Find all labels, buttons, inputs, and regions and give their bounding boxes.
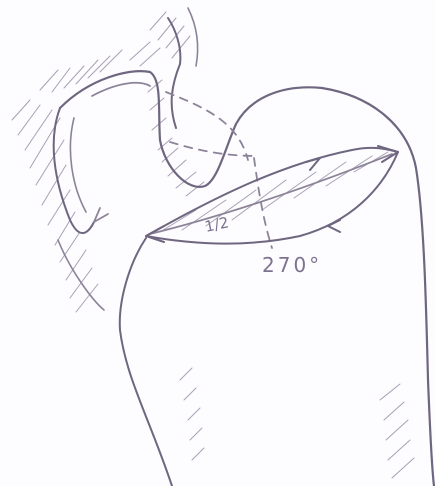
ligament-band [168,18,180,128]
neck-lower-outline [120,238,172,486]
left-loop-tip [94,208,108,222]
shaft-hatching [180,368,414,478]
fraction-label: 1/2 [203,213,230,236]
diameter-line [150,154,392,234]
arrow-upper-arc-icon [306,158,320,170]
dashed-chord [170,142,256,156]
arrow-left-icon [146,226,164,242]
ellipse-hatching [160,152,388,232]
neck-hatching [148,80,204,196]
angle-label: 270° [262,253,322,277]
femoral-head-inner-outline [92,83,150,96]
left-shaft-outline [58,240,104,310]
ellipse-upper-arc [146,148,398,236]
femoral-head-outline [60,71,434,486]
left-loop-inner [70,118,86,212]
